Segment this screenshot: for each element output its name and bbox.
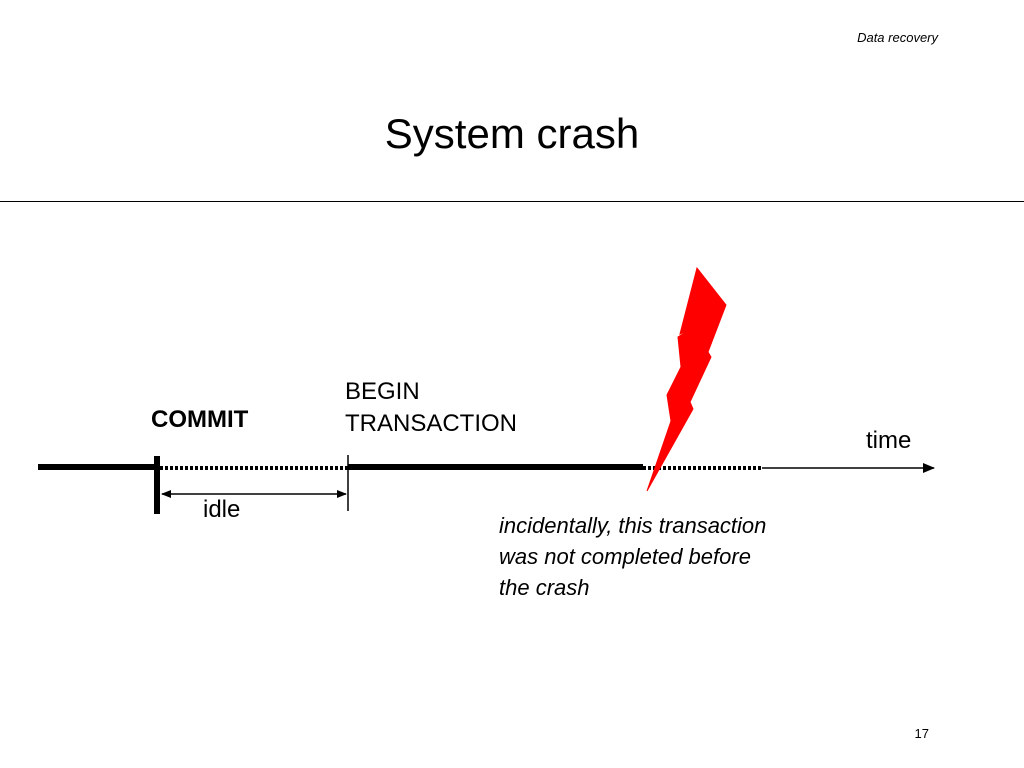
commit-label: COMMIT xyxy=(151,406,249,433)
page-number: 17 xyxy=(914,726,929,741)
begin-transaction-label: BEGIN TRANSACTION xyxy=(345,376,517,440)
section-label: Data recovery xyxy=(857,30,938,45)
begin-transaction-label-line1: BEGIN xyxy=(345,378,420,405)
title-divider xyxy=(0,201,1024,202)
begin-transaction-label-line2: TRANSACTION xyxy=(345,410,518,437)
idle-label: idle xyxy=(203,496,241,523)
crash-annotation: incidentally, this transaction was not c… xyxy=(499,510,839,603)
crash-annotation-line1: incidentally, this transaction xyxy=(499,513,767,538)
crash-annotation-line3: the crash xyxy=(499,575,590,600)
crash-annotation-line2: was not completed before xyxy=(499,544,751,569)
lightning-bolt-icon xyxy=(646,266,727,492)
time-label: time xyxy=(866,427,912,454)
slide-title: System crash xyxy=(384,110,640,157)
